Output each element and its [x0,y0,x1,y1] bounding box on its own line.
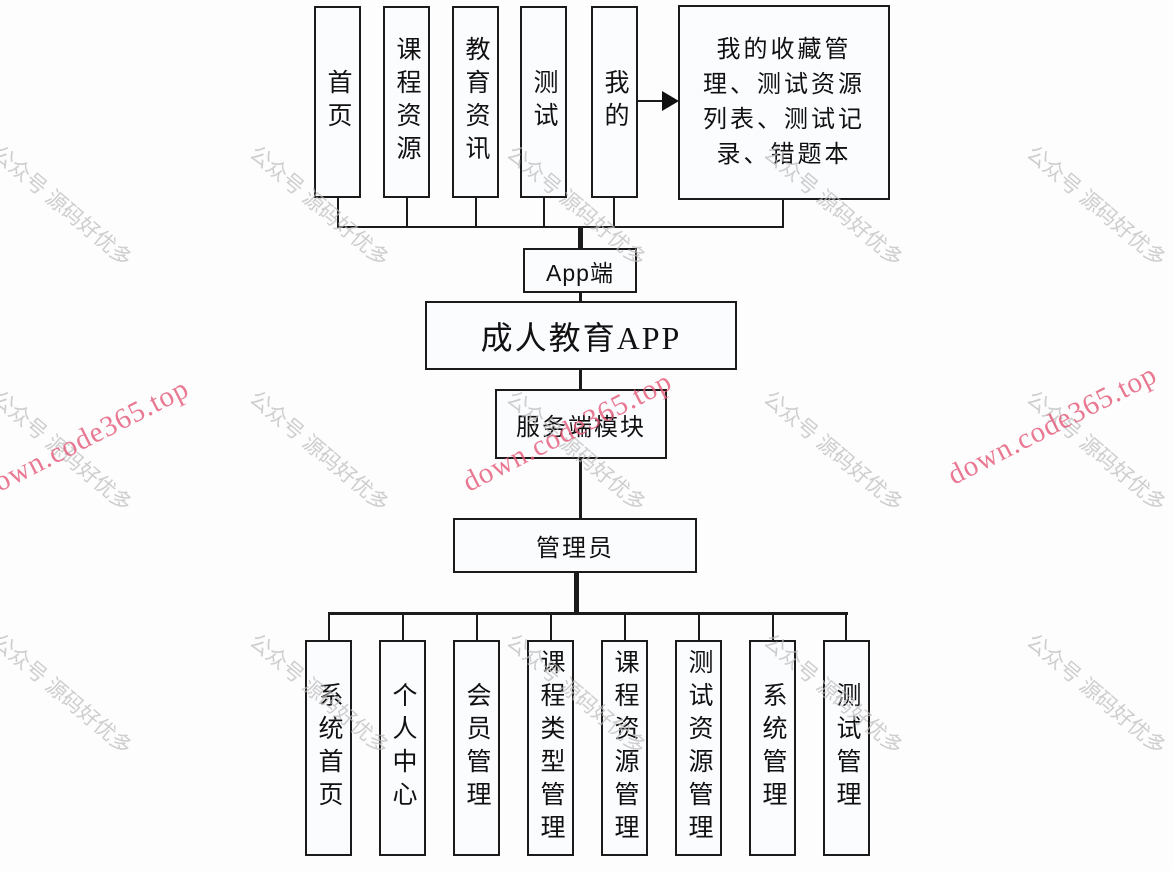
connector-admin-to-bus [574,571,579,614]
mine-detail-line-1: 我的收藏管 [716,37,852,63]
module-box-edu-news: 教育资讯 [452,6,499,198]
admin-box-test-resource-mgmt: 测试资源管理 [675,640,722,856]
admin-label-course-type-mgmt: 课程类型管理 [537,649,564,847]
module-label-edu-news: 教育资讯 [462,36,489,168]
watermark-gray: 公众号 源码好优多 [0,629,136,760]
watermark-gray: 公众号 源码好优多 [759,386,907,517]
watermark-gray: 公众号 源码好优多 [245,386,393,517]
system-root-box: 成人教育APP [425,301,737,370]
watermark-gray: 公众号 源码好优多 [1022,386,1170,517]
admin-box-test-mgmt: 测试管理 [823,640,870,856]
module-box-mine: 我的 [591,6,638,198]
connector-root-to-server [579,368,582,390]
watermark-gray: 公众号 源码好优多 [1022,629,1170,760]
connector-course-type-mgmt [550,614,552,641]
connector-app-to-root [579,291,582,302]
mine-detail-box: 我的收藏管 理、测试资源 列表、测试记 录、错题本 [678,5,890,200]
connector-system-home [328,614,330,641]
connector-course-resource-mgmt [624,614,626,641]
admin-label-personal-center: 个人中心 [389,682,416,814]
module-label-course-resources: 课程资源 [393,36,420,168]
admin-box-system-mgmt: 系统管理 [749,640,796,856]
admin-box-course-resource-mgmt: 课程资源管理 [601,640,648,856]
module-box-home: 首页 [314,6,361,198]
watermark-gray: 公众号 源码好优多 [0,386,136,517]
app-terminal-box: App端 [523,248,637,293]
watermark-red: down.code365.top [942,358,1163,492]
module-box-course-resources: 课程资源 [383,6,430,198]
watermark-gray: 公众号 源码好优多 [1022,141,1170,272]
server-module-label: 服务端模块 [516,413,646,441]
admin-label-system-home: 系统首页 [315,682,342,814]
module-label-home: 首页 [324,69,351,135]
module-label-test: 测试 [530,69,557,135]
connector-test [543,198,545,228]
connector-personal-center [402,614,404,641]
module-box-test: 测试 [520,6,567,198]
module-label-mine: 我的 [601,69,628,135]
admin-box-system-home: 系统首页 [305,640,352,856]
watermark-red: down.code365.top [0,372,195,506]
admin-box-member-mgmt: 会员管理 [453,640,500,856]
mine-detail-line-3: 列表、测试记 [703,107,865,133]
connector-edu-news [475,198,477,228]
connector-bus-to-app [578,227,583,249]
mine-detail-line-4: 录、错题本 [716,142,852,168]
connector-test-resource-mgmt [698,614,700,641]
admin-role-box: 管理员 [453,518,697,573]
admin-role-label: 管理员 [536,535,614,562]
connector-server-to-admin [579,457,582,519]
bus-bottom [328,612,848,615]
server-module-box: 服务端模块 [495,389,667,459]
connector-mine [613,198,615,228]
arrow-head-icon [662,91,679,111]
admin-label-test-mgmt: 测试管理 [833,682,860,814]
admin-box-personal-center: 个人中心 [379,640,426,856]
admin-label-member-mgmt: 会员管理 [463,682,490,814]
connector-home [337,198,339,228]
connector-system-mgmt [772,614,774,641]
system-root-label: 成人教育APP [480,319,682,356]
app-terminal-label: App端 [546,259,614,286]
connector-course-resources [406,198,408,228]
admin-label-system-mgmt: 系统管理 [759,682,786,814]
watermark-gray: 公众号 源码好优多 [0,141,136,272]
connector-member-mgmt [476,614,478,641]
mine-detail-line-2: 理、测试资源 [703,72,865,98]
connector-test-mgmt [845,614,847,641]
connector-mine-detail [782,200,784,228]
admin-label-course-resource-mgmt: 课程资源管理 [611,649,638,847]
admin-label-test-resource-mgmt: 测试资源管理 [685,649,712,847]
bus-top [337,226,784,228]
arrow-line [636,100,665,102]
admin-box-course-type-mgmt: 课程类型管理 [527,640,574,856]
